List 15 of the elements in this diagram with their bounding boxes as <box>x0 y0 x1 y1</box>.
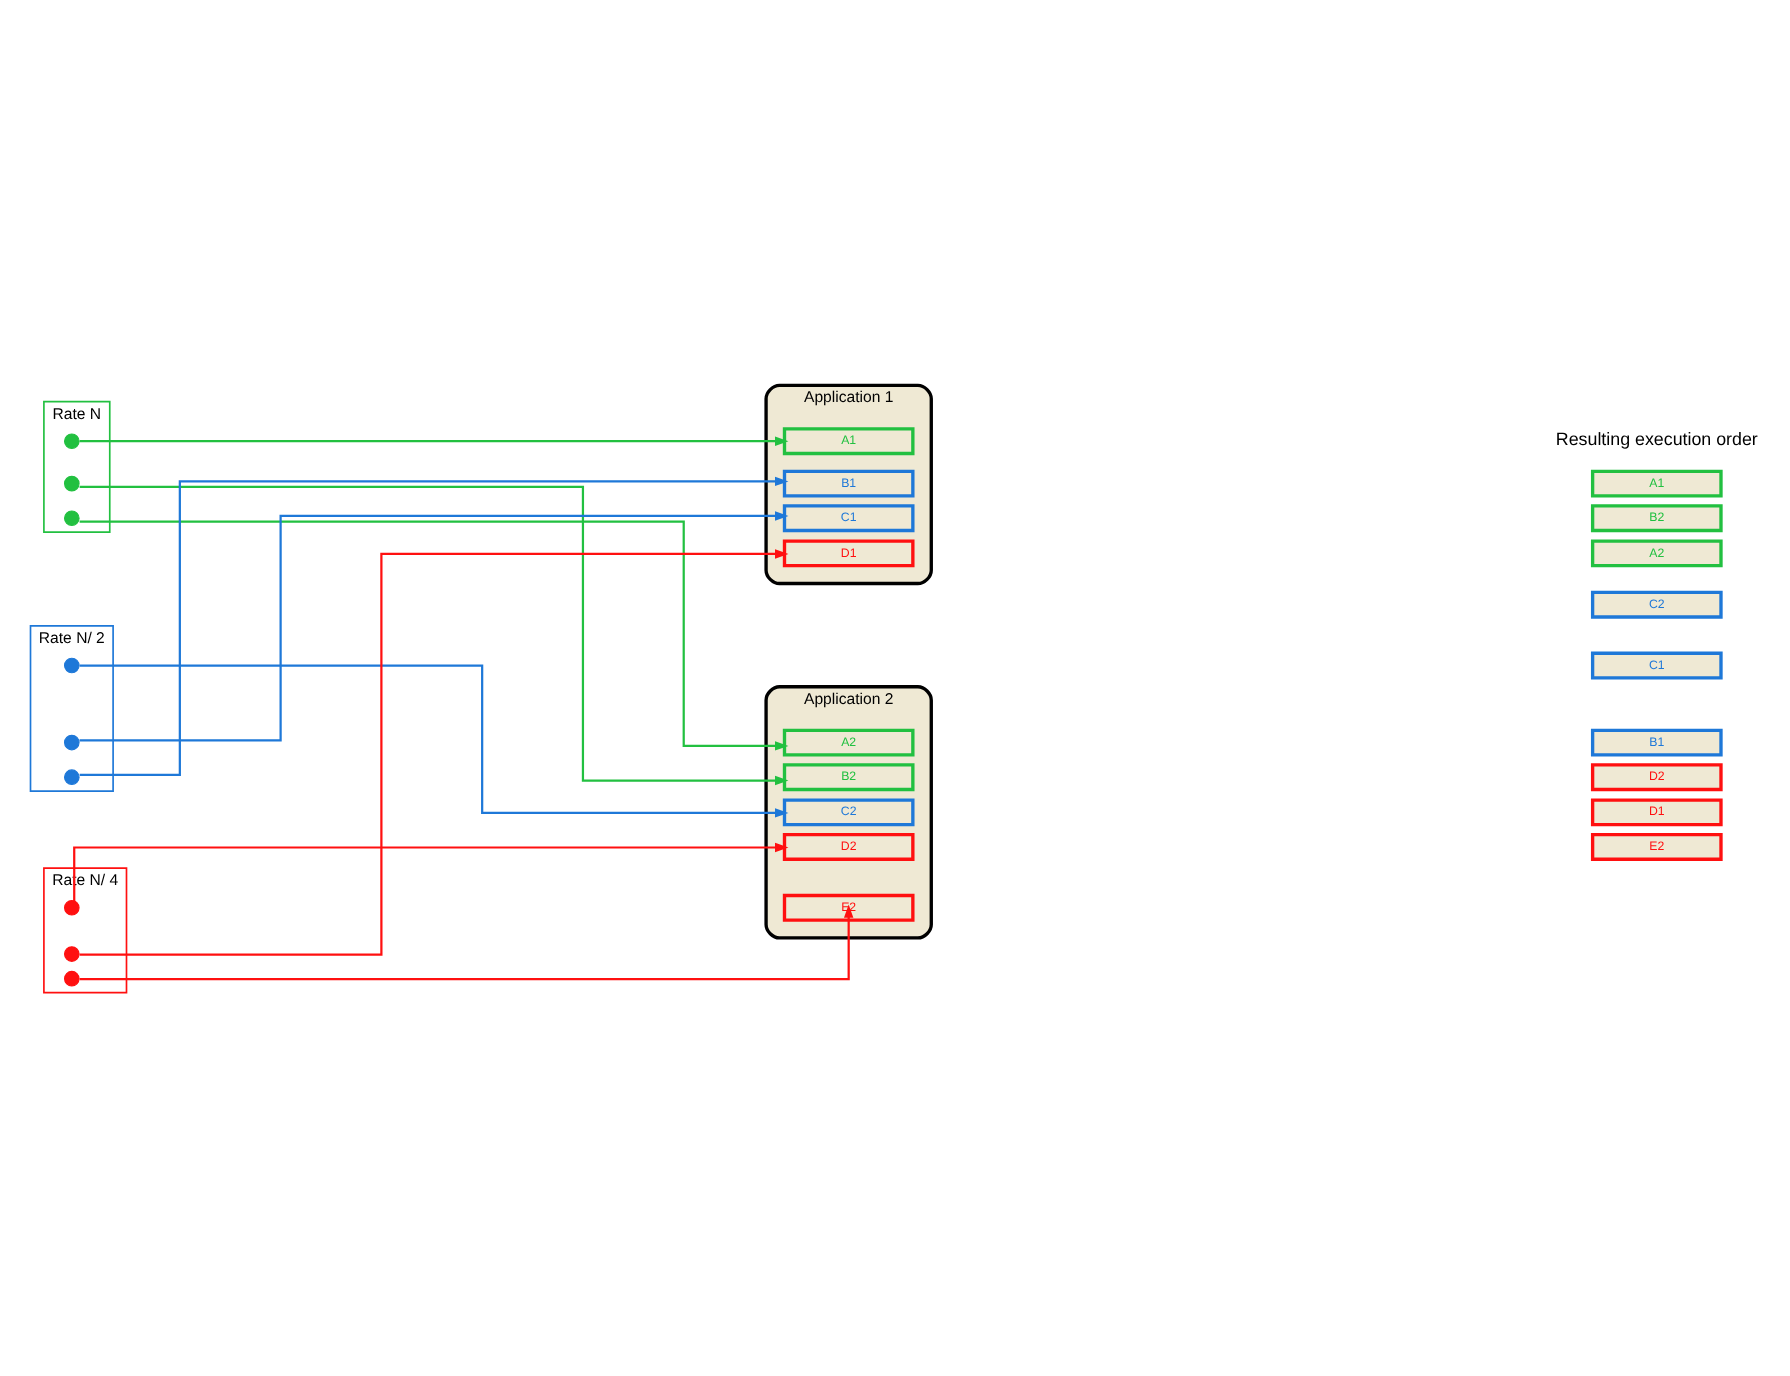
arrow <box>79 548 789 955</box>
arrow <box>79 435 789 445</box>
node-circle <box>64 768 80 784</box>
node-circle <box>64 509 80 526</box>
arrow <box>79 903 854 980</box>
node-circle <box>64 432 80 448</box>
arrow <box>73 841 789 907</box>
node-circle <box>64 733 80 750</box>
node-circle <box>64 969 80 986</box>
arrow <box>79 663 789 817</box>
node-circle <box>64 945 80 961</box>
node-circle <box>64 656 80 673</box>
node-circle <box>64 474 80 491</box>
node-circle <box>64 898 80 915</box>
label: Resulting execution order <box>1555 428 1758 449</box>
